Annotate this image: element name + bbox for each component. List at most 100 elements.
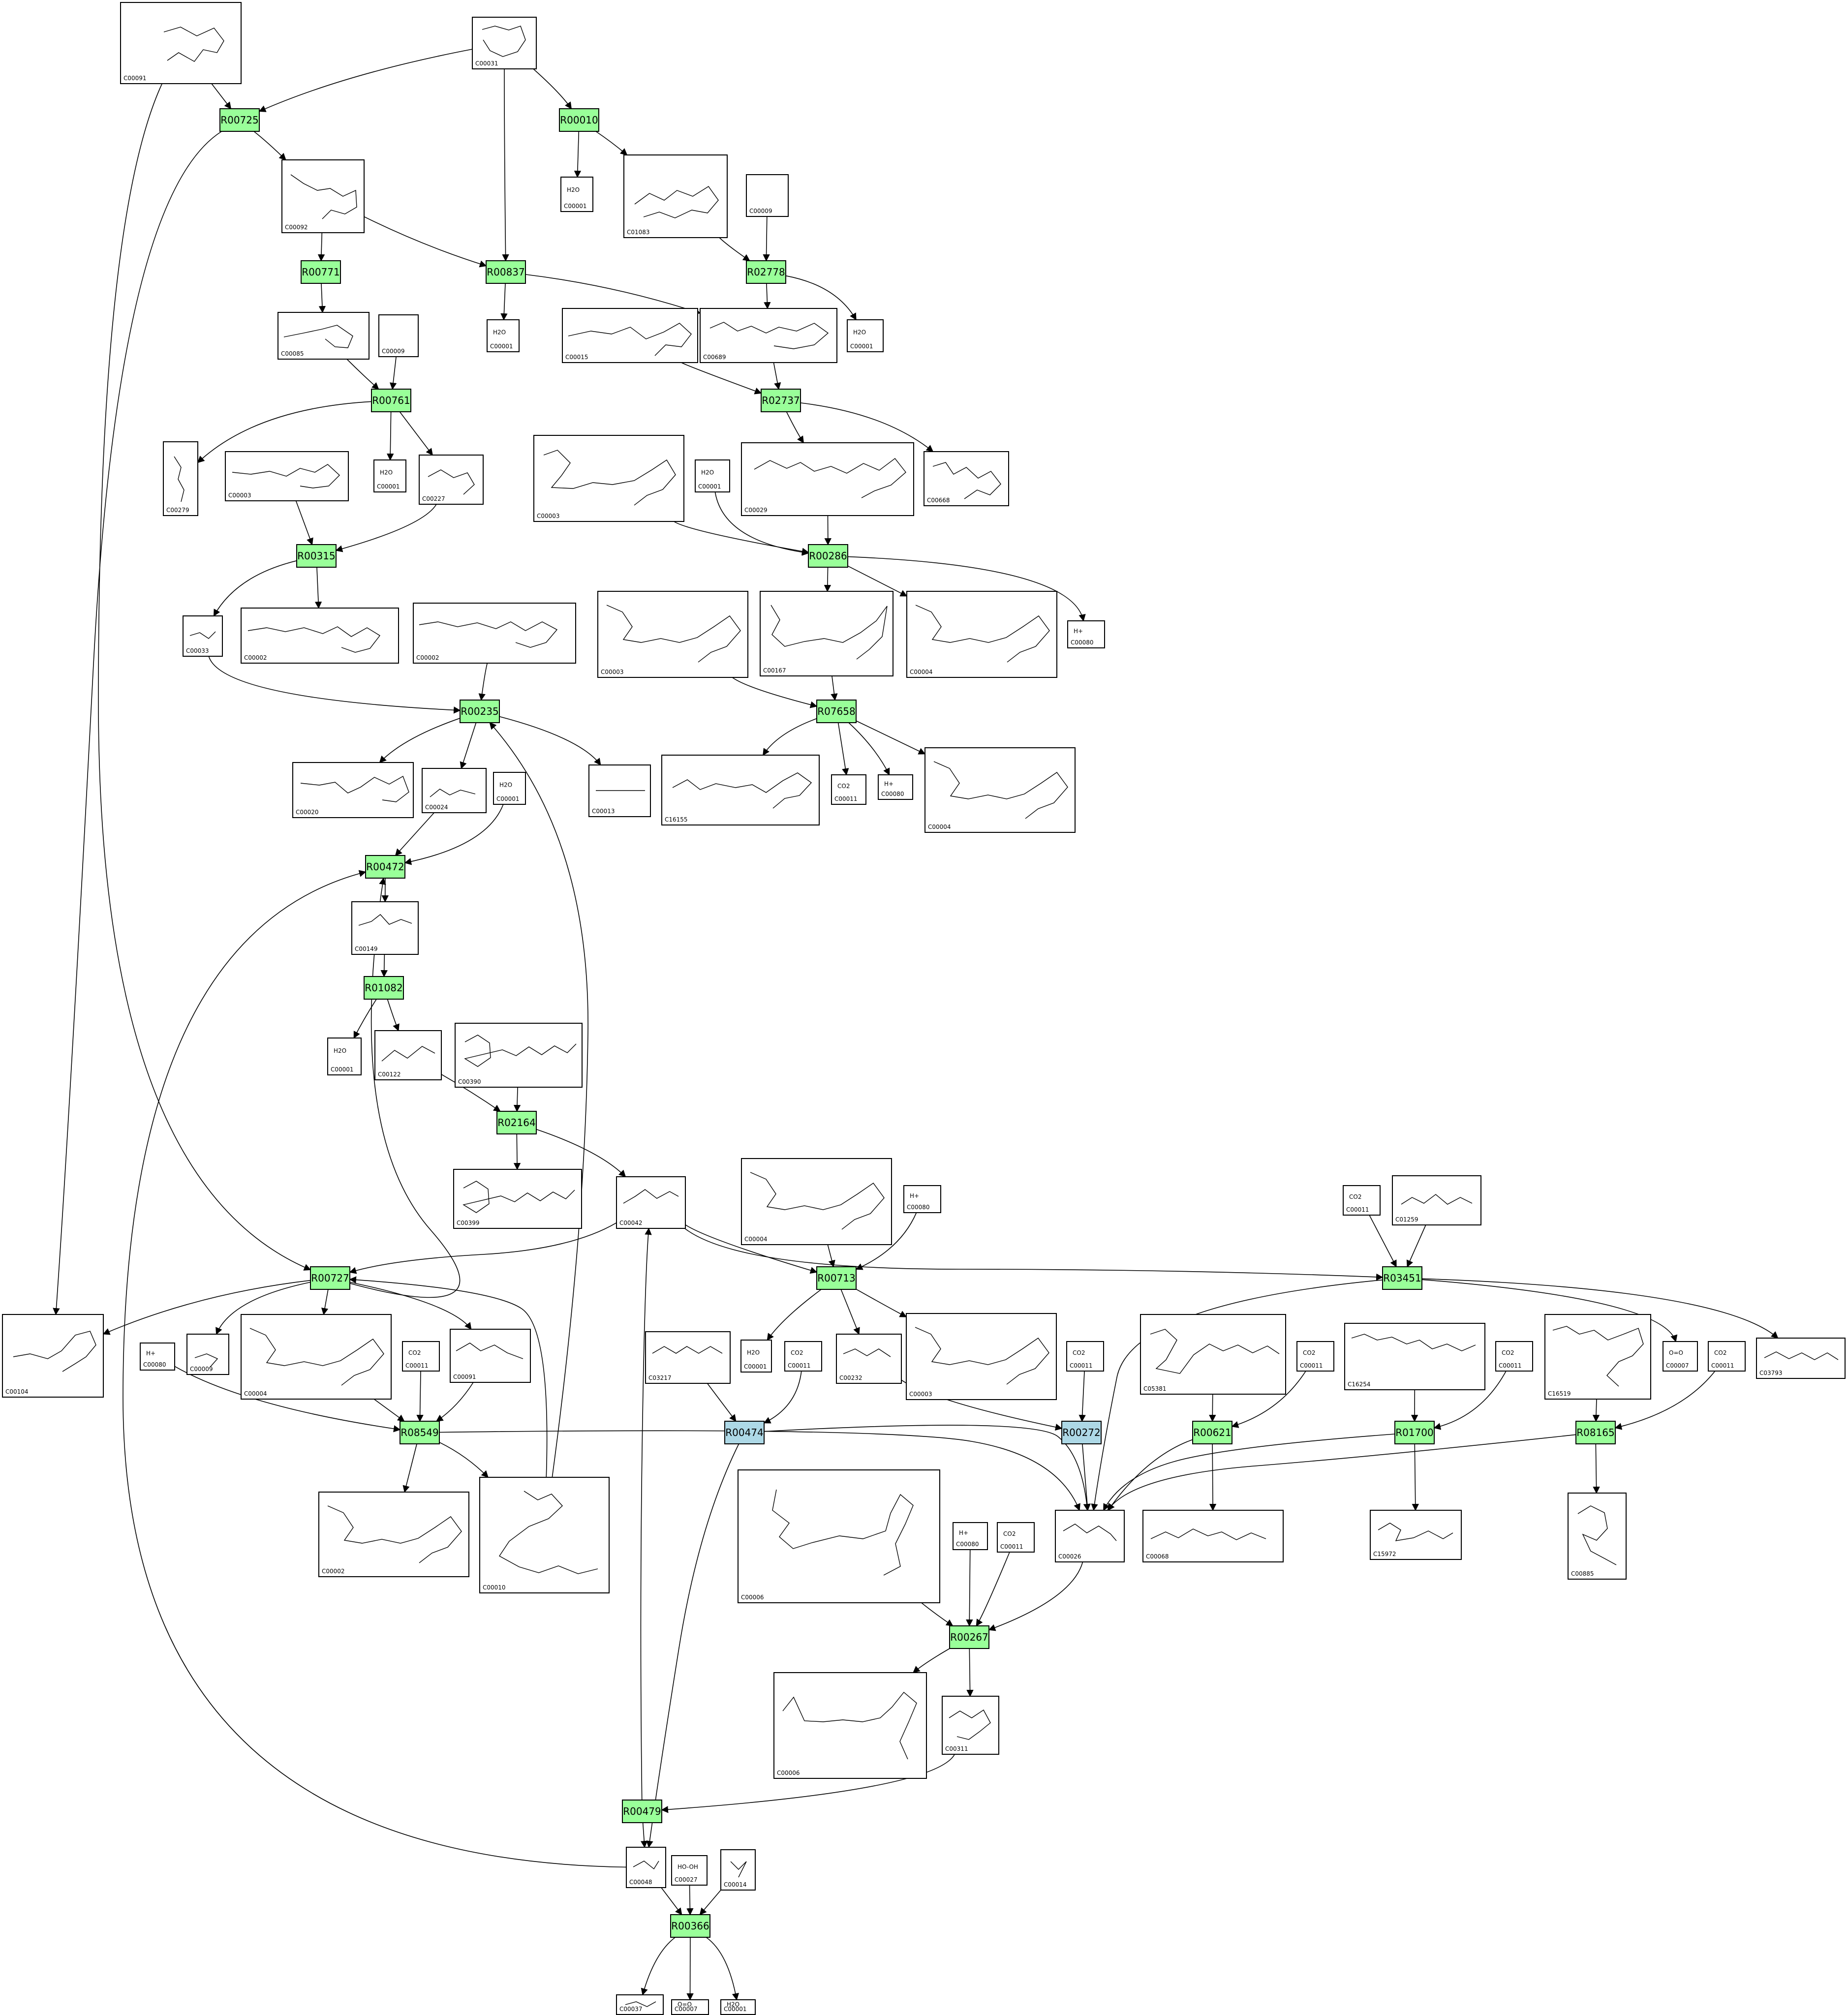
compound-node[interactable]: C00003 bbox=[906, 1313, 1057, 1400]
compound-node[interactable]: C00885 bbox=[1568, 1493, 1627, 1580]
compound-node[interactable]: C00006 bbox=[773, 1672, 927, 1779]
reaction-node[interactable]: R01700 bbox=[1394, 1421, 1435, 1444]
compound-node[interactable]: C03793 bbox=[1756, 1338, 1846, 1379]
compound-node[interactable]: C00149 bbox=[351, 901, 419, 955]
compound-node[interactable]: C00015 bbox=[562, 308, 698, 363]
compound-node[interactable]: H+C00080 bbox=[953, 1522, 988, 1550]
reaction-node[interactable]: R00474 bbox=[724, 1421, 765, 1444]
compound-node[interactable]: C00004 bbox=[241, 1314, 392, 1400]
compound-node[interactable]: C00037 bbox=[616, 1994, 664, 2015]
compound-node[interactable]: C00009 bbox=[746, 174, 789, 217]
compound-node[interactable]: C00002 bbox=[318, 1492, 469, 1577]
compound-node[interactable]: C00091 bbox=[450, 1329, 531, 1383]
reaction-node[interactable]: R00725 bbox=[219, 108, 260, 132]
compound-node[interactable]: C00668 bbox=[924, 451, 1009, 506]
compound-node[interactable]: C01259 bbox=[1392, 1175, 1481, 1225]
compound-node[interactable]: C00013 bbox=[588, 764, 651, 817]
compound-node[interactable]: C00033 bbox=[183, 615, 223, 657]
reaction-node[interactable]: R00761 bbox=[371, 389, 411, 412]
compound-node[interactable]: C00068 bbox=[1142, 1510, 1284, 1562]
compound-node[interactable]: H+C00080 bbox=[140, 1343, 175, 1371]
reaction-node[interactable]: R00713 bbox=[816, 1266, 857, 1290]
compound-node[interactable]: H+C00080 bbox=[1067, 620, 1105, 648]
compound-node[interactable]: C00232 bbox=[836, 1334, 902, 1384]
reaction-node[interactable]: R00315 bbox=[296, 544, 337, 568]
compound-node[interactable]: C00003 bbox=[533, 435, 684, 522]
reaction-node[interactable]: R02737 bbox=[761, 389, 801, 412]
reaction-node[interactable]: R00366 bbox=[670, 1914, 710, 1938]
compound-node[interactable]: C16155 bbox=[661, 755, 820, 825]
reaction-node[interactable]: R00771 bbox=[301, 260, 341, 284]
compound-node[interactable]: C00689 bbox=[700, 308, 837, 363]
compound-node[interactable]: C00092 bbox=[281, 159, 365, 233]
reaction-node[interactable]: R00010 bbox=[559, 108, 599, 132]
compound-node[interactable]: C00020 bbox=[292, 762, 414, 818]
compound-node[interactable]: H+C00080 bbox=[878, 774, 913, 800]
reaction-node[interactable]: R02164 bbox=[496, 1111, 537, 1134]
compound-node[interactable]: C00085 bbox=[277, 312, 370, 360]
compound-node[interactable]: C00031 bbox=[472, 17, 537, 69]
compound-node[interactable]: C05381 bbox=[1140, 1314, 1286, 1395]
reaction-node[interactable]: R07658 bbox=[816, 700, 857, 723]
compound-node[interactable]: C00004 bbox=[741, 1158, 892, 1245]
compound-node[interactable]: C15972 bbox=[1370, 1510, 1462, 1560]
reaction-node[interactable]: R00837 bbox=[486, 260, 526, 284]
compound-node[interactable]: C00167 bbox=[760, 591, 893, 676]
reaction-node[interactable]: R00286 bbox=[808, 544, 848, 568]
compound-node[interactable]: C00004 bbox=[924, 747, 1076, 833]
reaction-node[interactable]: R00267 bbox=[949, 1625, 989, 1649]
compound-node[interactable]: C00026 bbox=[1055, 1510, 1125, 1562]
compound-node[interactable]: C00002 bbox=[241, 608, 399, 664]
reaction-node[interactable]: R03451 bbox=[1382, 1266, 1422, 1290]
compound-node[interactable]: C00122 bbox=[374, 1030, 442, 1080]
compound-node[interactable]: C00311 bbox=[942, 1696, 999, 1755]
compound-node[interactable]: C00014 bbox=[720, 1849, 756, 1891]
compound-node[interactable]: C16519 bbox=[1544, 1314, 1651, 1400]
compound-node[interactable]: C16254 bbox=[1344, 1323, 1485, 1390]
compound-node[interactable]: C00104 bbox=[2, 1314, 104, 1398]
reaction-node[interactable]: R00272 bbox=[1061, 1421, 1102, 1444]
compound-node[interactable]: C00002 bbox=[413, 603, 576, 664]
reaction-node[interactable]: R08549 bbox=[400, 1421, 440, 1444]
reaction-node[interactable]: R00621 bbox=[1192, 1421, 1232, 1444]
compound-node[interactable]: C00003 bbox=[225, 451, 349, 501]
reaction-node[interactable]: R01082 bbox=[364, 976, 404, 1000]
compound-node[interactable]: C00009 bbox=[378, 314, 419, 357]
compound-node[interactable]: C00042 bbox=[616, 1176, 686, 1229]
compound-node[interactable]: C00227 bbox=[419, 455, 484, 505]
compound-node[interactable]: C00006 bbox=[738, 1469, 940, 1603]
compound-node[interactable]: C00399 bbox=[453, 1169, 582, 1229]
compound-node[interactable]: C00029 bbox=[741, 442, 914, 516]
reaction-node[interactable]: R00727 bbox=[310, 1266, 350, 1290]
reaction-node[interactable]: R00479 bbox=[622, 1800, 662, 1823]
compound-node[interactable]: C00279 bbox=[163, 441, 198, 516]
compound-node[interactable]: C00024 bbox=[422, 768, 487, 813]
compound-node[interactable]: C00091 bbox=[120, 2, 242, 84]
compound-node[interactable]: C03217 bbox=[645, 1331, 731, 1384]
reaction-node[interactable]: R00472 bbox=[365, 855, 405, 879]
compound-node[interactable]: C00390 bbox=[455, 1023, 583, 1088]
compound-node[interactable]: C00003 bbox=[597, 591, 748, 678]
compound-node[interactable]: C01083 bbox=[623, 154, 728, 238]
reaction-node[interactable]: R08165 bbox=[1575, 1421, 1616, 1444]
reaction-node[interactable]: R02778 bbox=[746, 260, 786, 284]
reaction-node[interactable]: R00235 bbox=[460, 700, 500, 723]
compound-node[interactable]: H+C00080 bbox=[903, 1185, 941, 1213]
